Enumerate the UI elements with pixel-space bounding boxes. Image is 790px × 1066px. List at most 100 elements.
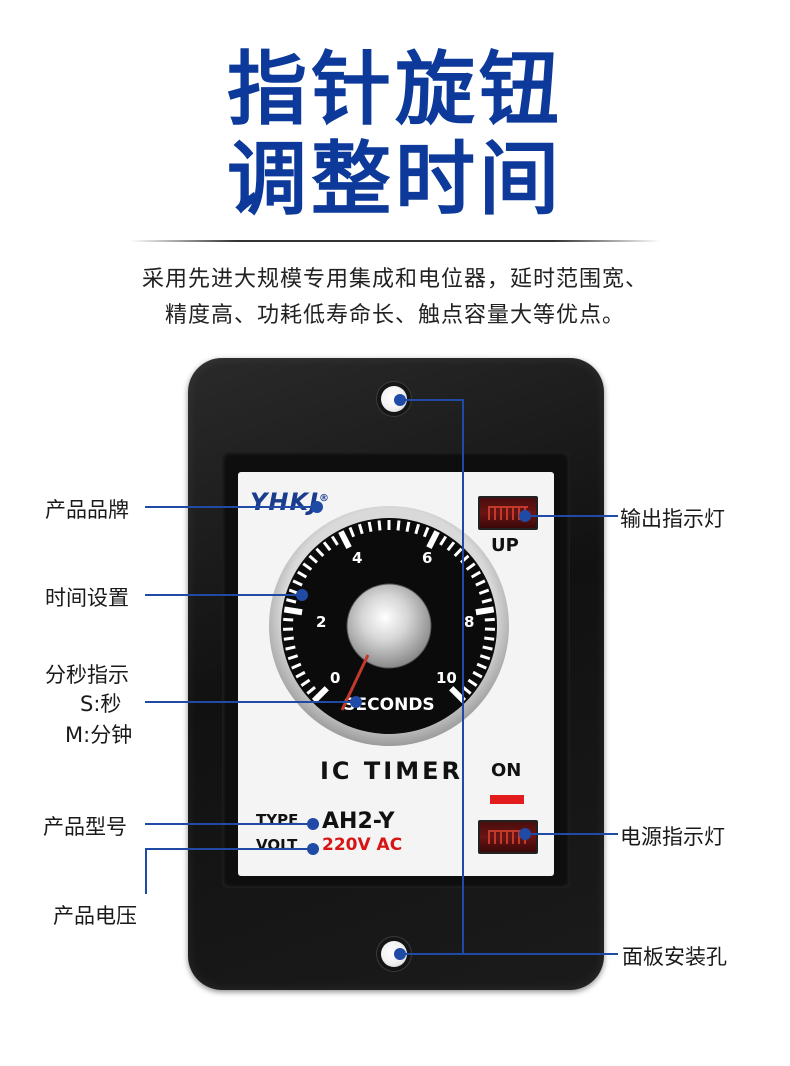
callout-line-output [525,515,618,517]
dial-number-6: 6 [422,549,432,567]
dial-minor-tick [295,670,306,679]
callout-dot-hole-bottom [394,948,406,960]
volt-label: VOLT [256,836,298,854]
dial-minor-tick [478,588,490,595]
dial-minor-tick [396,520,401,531]
callout-dot-output [519,510,531,522]
dial-minor-tick [322,541,332,552]
dial-number-10: 10 [436,669,457,687]
brand-name: YHKJ [250,488,319,516]
callout-unit-line3: M:分钟 [65,723,133,747]
callout-line-hole-vertical [462,399,464,954]
callout-line-model [145,823,313,825]
callout-dot-unit [350,696,362,708]
dial-minor-tick [292,579,303,587]
dial-minor-tick [283,636,294,641]
callout-line-time [145,594,302,596]
registered-mark: ® [319,493,330,504]
dial-number-0: 0 [330,669,340,687]
time-dial[interactable]: 2 4 6 8 0 10 SECONDS [268,505,510,747]
callout-line-voltage-v [145,848,147,894]
dial-ticks [283,520,495,704]
on-label: ON [491,760,522,781]
description-line1: 采用先进大规模专用集成和电位器，延时范围宽、 [141,267,648,292]
dial-minor-tick [472,670,483,679]
dial-minor-tick [367,521,373,532]
dial-minor-tick [285,598,297,604]
dial-minor-tick [330,535,339,546]
dial-graphic: 2 4 6 8 0 10 SECONDS [269,506,509,746]
callout-line-voltage-h [145,848,313,850]
dial-minor-tick [287,654,299,661]
callout-power-indicator: 电源指示灯 [620,825,725,849]
dial-minor-tick [439,535,448,546]
dial-minor-tick [476,662,487,670]
dial-number-8: 8 [464,613,474,631]
dial-minor-tick [482,645,493,651]
callout-time-setting: 时间设置 [45,586,129,610]
dial-minor-tick [302,562,313,571]
dial-major-tick [283,606,303,616]
dial-minor-tick [377,520,382,531]
callout-brand: 产品品牌 [45,498,129,522]
on-marker [490,795,524,804]
dial-knob [346,583,432,669]
callout-voltage: 产品电压 [53,904,137,928]
dial-minor-tick [300,678,311,687]
dial-minor-tick [422,526,430,538]
type-value: AH2-Y [322,809,395,834]
dial-minor-tick [348,526,356,538]
brand-logo: YHKJ® [250,488,330,516]
dial-minor-tick [481,598,493,604]
dial-major-tick [426,530,440,549]
dial-minor-tick [465,562,476,571]
type-label: TYPE [256,811,299,829]
callout-model: 产品型号 [43,815,127,839]
dial-minor-tick [475,579,486,587]
dial-major-tick [449,686,467,704]
callout-line-power [525,833,618,835]
dial-minor-tick [467,678,478,687]
dial-minor-tick [296,570,308,579]
callout-line-brand [145,506,318,508]
dial-minor-tick [462,686,472,695]
product-name: IC TIMER [320,757,463,785]
dial-minor-tick [453,547,463,558]
callout-dot-hole-top [394,394,406,406]
callout-dot-model [307,818,319,830]
dial-minor-tick [446,541,456,552]
volt-value: 220V AC [322,835,403,855]
callout-dot-power [519,828,531,840]
dial-minor-tick [315,547,325,558]
dial-unit-label: SECONDS [343,695,434,715]
callout-output-indicator: 输出指示灯 [620,507,725,531]
page-title-line1: 指针旋钮 [227,43,563,136]
dial-minor-tick [479,654,491,661]
description-line2: 精度高、功耗低寿命长、触点容量大等优点。 [164,303,625,328]
callout-unit-line1: 分秒指示 [45,663,129,687]
up-label: UP [491,535,519,556]
dial-minor-tick [405,521,411,532]
dial-minor-tick [484,636,495,641]
dial-number-4: 4 [352,549,362,567]
callout-line-hole-bottom [400,953,618,955]
callout-dot-voltage [307,843,319,855]
dial-pointer [340,654,370,711]
dial-minor-tick [285,645,296,651]
dial-number-2: 2 [316,613,326,631]
callout-dot-time [296,589,308,601]
dial-minor-tick [414,523,421,535]
callout-dot-brand [311,501,323,513]
dial-major-tick [475,606,495,616]
callout-line-hole-top [400,399,463,401]
dial-minor-tick [291,662,302,670]
callout-unit-line2: S:秒 [80,692,122,716]
header-divider [130,240,660,242]
dial-minor-tick [283,617,294,622]
callout-mount-hole: 面板安装孔 [622,945,727,969]
dial-major-tick [338,530,352,549]
page-title-line2: 调整时间 [227,133,563,226]
dial-minor-tick [308,554,318,564]
dial-minor-tick [306,686,316,695]
dial-minor-tick [357,523,364,535]
